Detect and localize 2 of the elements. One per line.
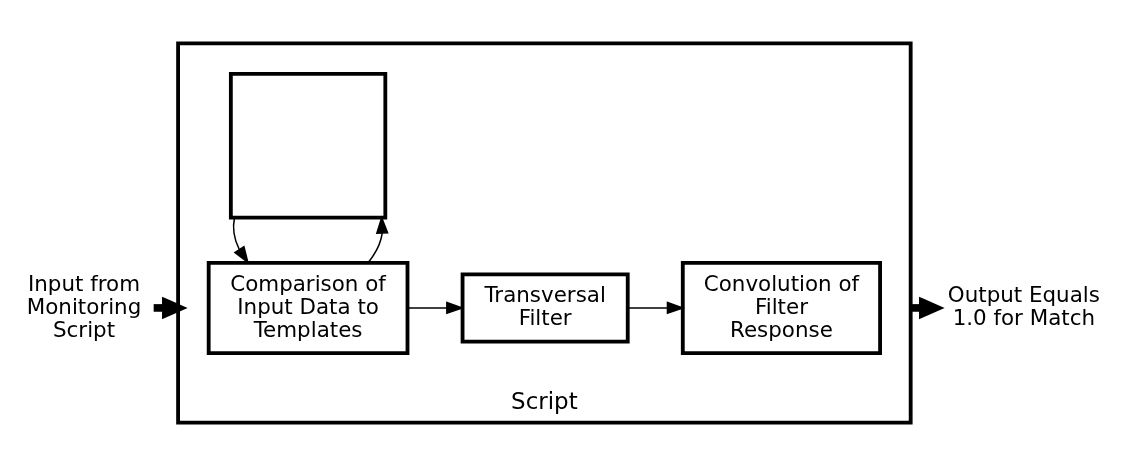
node-text: Input from Monitoring Script [26,270,142,342]
node-text: Output Equals 1.0 for Match [947,281,1100,330]
